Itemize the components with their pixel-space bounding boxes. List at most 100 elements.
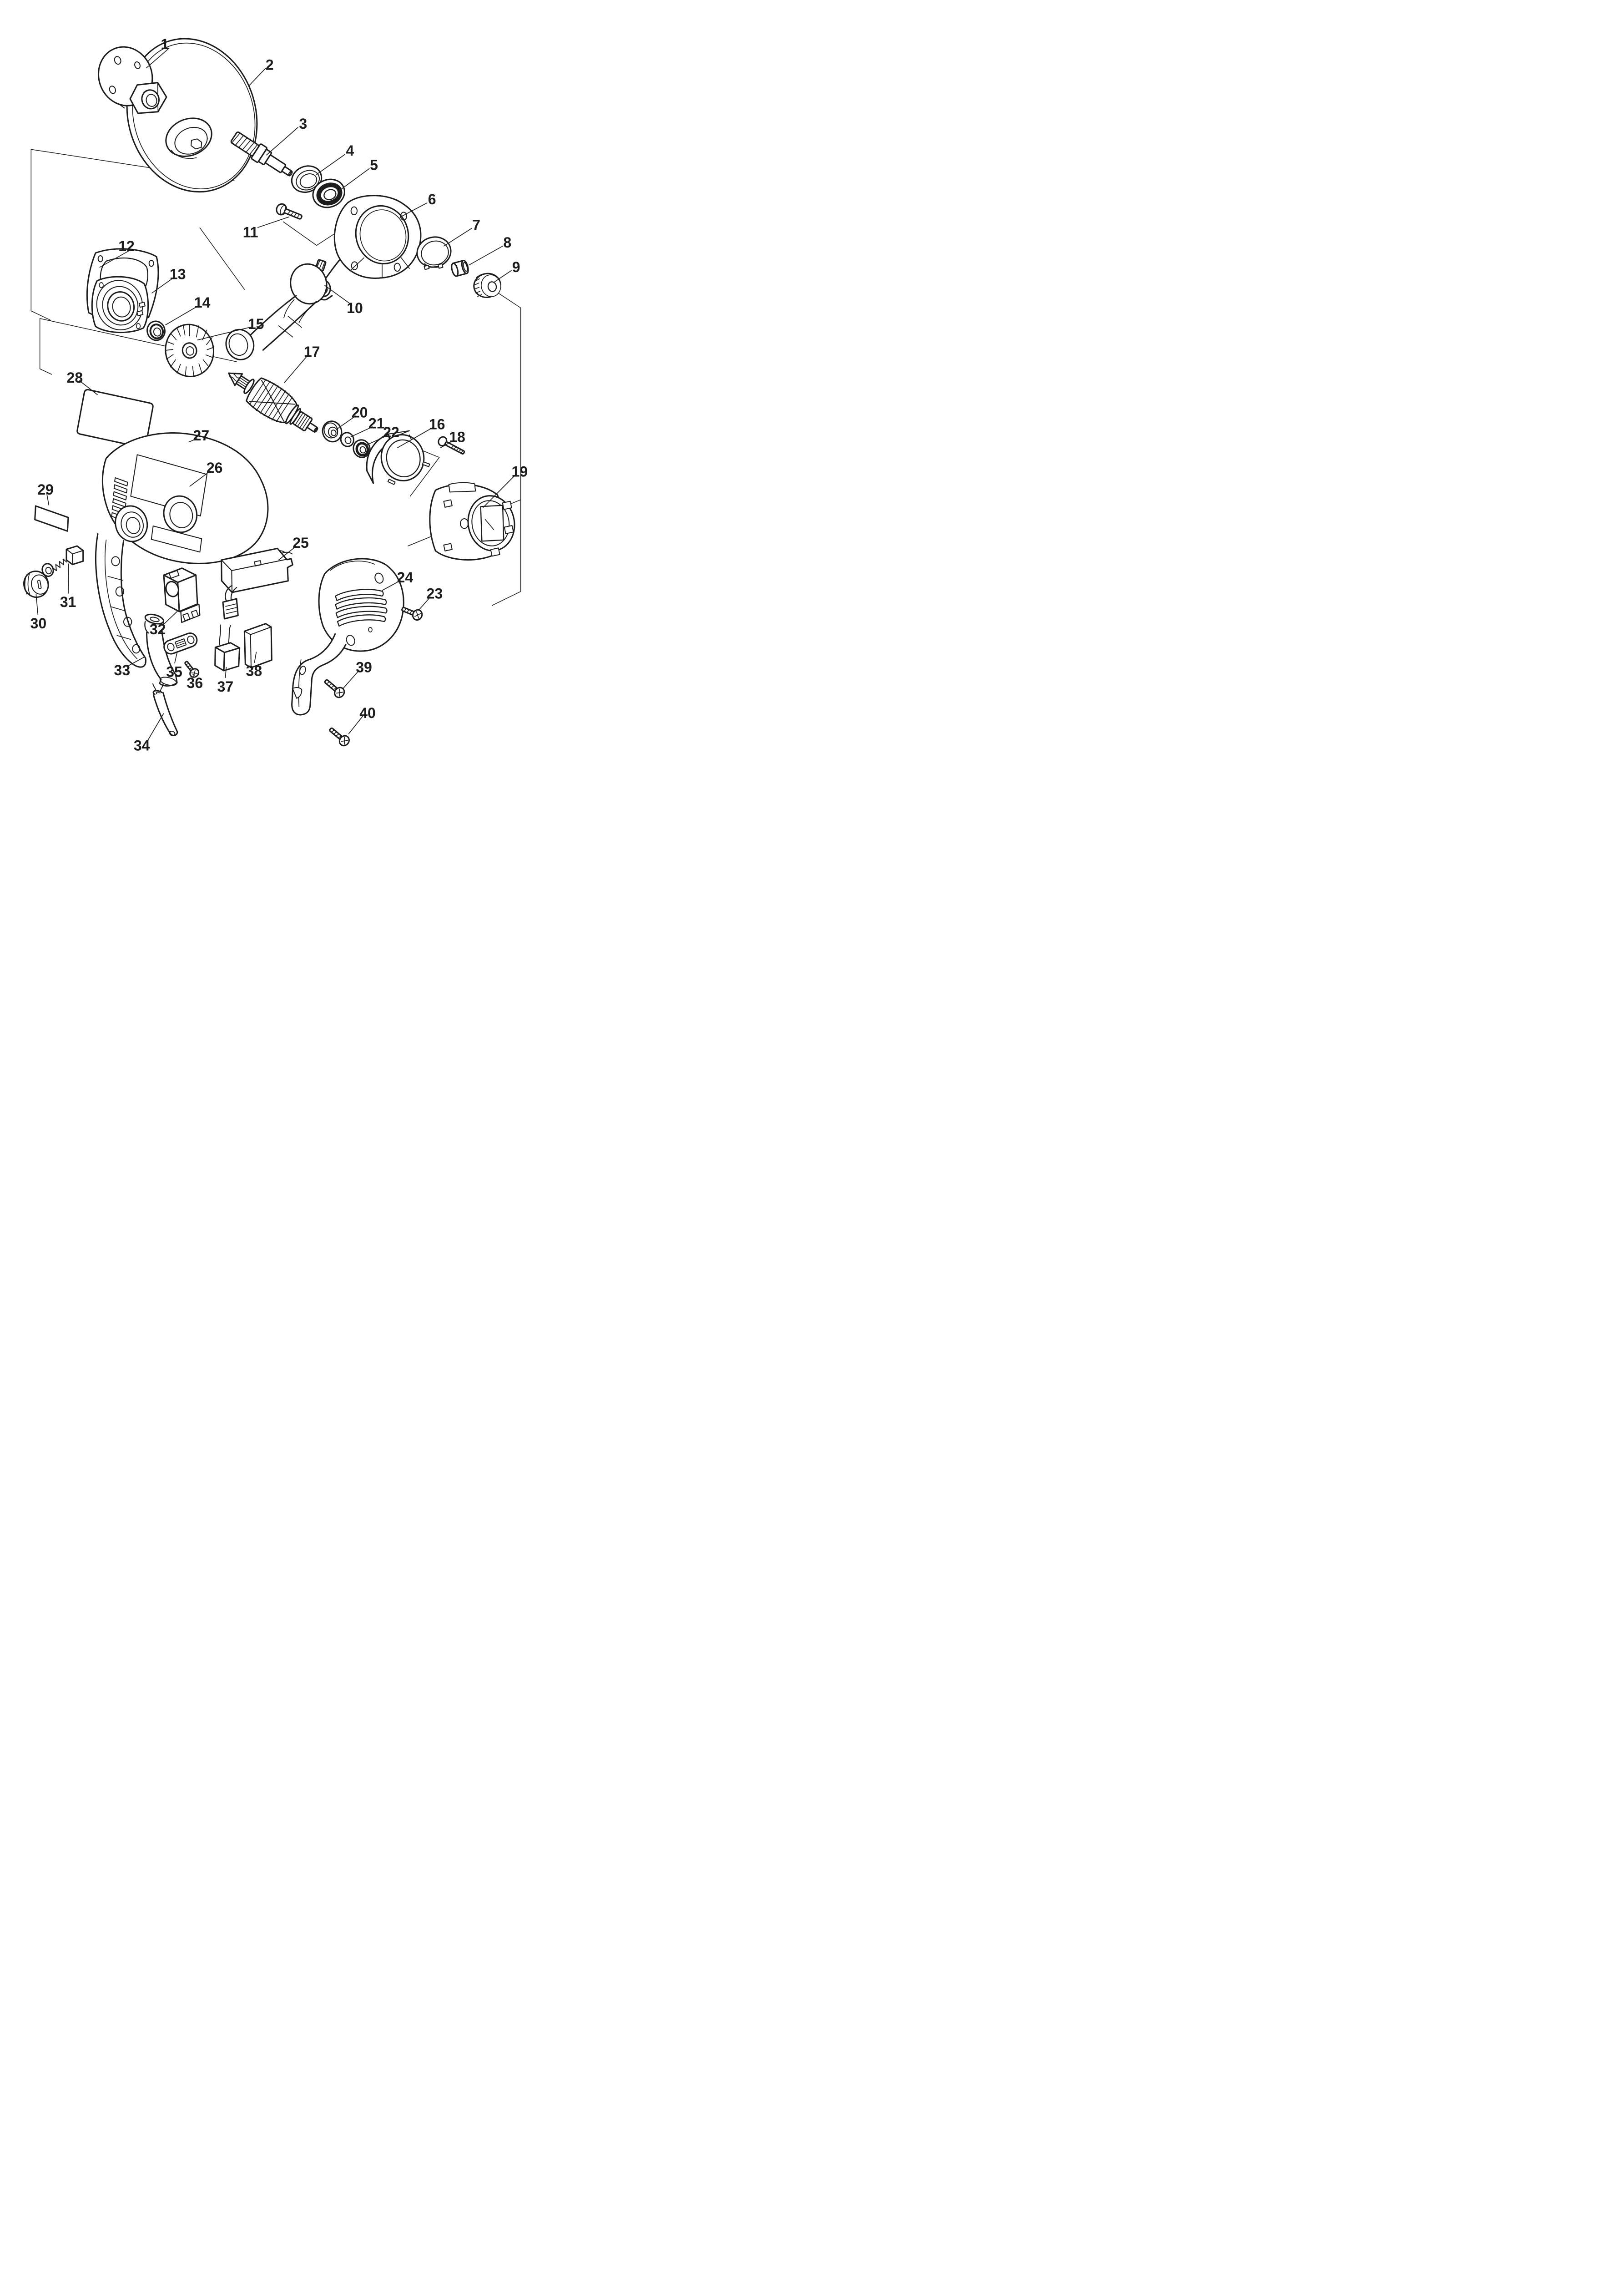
leader-lines [35,48,516,742]
part-side-handle-drawing [225,259,328,360]
leader-line-labyrinth-ring [337,415,356,429]
part-label-40-tapping-screw-lower: 40 [359,705,376,721]
leader-line-ball-bearing-rear [367,435,388,445]
part-label-5-ball-bearing-front: 5 [370,157,378,173]
assembly-frame-line [491,288,521,606]
part-label-1-lock-nut-flange: 1 [161,36,169,52]
part-label-23-tapping-screw-cover: 23 [427,586,443,602]
leader-line-spindle [266,127,298,156]
leader-line-insulation-plate [254,652,257,663]
part-label-20-labyrinth-ring: 20 [352,404,368,421]
leader-line-lock-nut-flange [146,48,170,69]
part-label-9-helical-gear: 9 [512,259,520,275]
part-long-screw-drawing [438,436,465,455]
part-ball-bearing-front-drawing [312,178,345,208]
part-bearing-box-cover-drawing [91,276,149,334]
part-label-27-caution-label: 27 [193,427,210,444]
part-flat-washer-drawing [291,165,323,193]
part-motor-housing-drawing [95,432,269,668]
leader-line-gear-housing [399,202,428,218]
part-label-4-flat-washer: 4 [346,142,354,159]
leader-line-armature [284,354,308,383]
leader-line-bearing-box-cover [151,277,174,293]
leader-line-cooling-fan [197,326,252,341]
leader-line-rubber-pad [248,68,266,86]
part-pan-head-screw-drawing [276,203,303,220]
part-label-38-insulation-plate: 38 [246,663,262,679]
part-lock-nut-flange-drawing [97,46,167,114]
part-label-11-pan-head-screw: 11 [243,224,258,241]
leader-line-helical-gear [494,270,512,283]
part-insulation-plate-drawing [243,623,272,668]
leader-line-label-strip [46,493,50,506]
leader-line-pan-head-screw [257,216,290,228]
leader-line-name-plate [79,380,98,395]
leader-line-brush-holder-cap [35,594,39,615]
part-cord-guard-drawing [144,613,178,687]
leader-line-tapping-screw-cover [418,597,431,611]
part-label-12-gasket-plate: 12 [118,238,135,254]
part-label-34-power-cord: 34 [134,738,150,754]
leader-line-cord-guard [127,657,145,667]
leader-line-gasket-plate [99,249,132,268]
part-label-39-tapping-screw-upper: 39 [356,659,372,676]
part-baffle-plate-drawing [366,430,430,485]
leader-line-flat-washer-rear [350,426,373,437]
leader-line-flat-washer [316,154,346,175]
part-capacitor-drawing [214,624,241,672]
leader-line-switch [163,611,178,625]
part-labyrinth-ring-drawing [322,420,343,443]
part-label-32-switch: 32 [150,621,166,637]
leader-line-tapping-screw-lower [348,716,363,734]
leader-line-motor-housing [189,470,211,487]
part-tapping-screw-upper-drawing [324,679,345,698]
diagram-canvas: 1234567891011121314151617181920212223242… [23,36,528,754]
part-switch-drawing [163,567,201,623]
leader-line-retainer-ring [444,228,472,247]
part-cooling-fan-drawing [165,324,215,377]
part-ball-bearing-rear-drawing [353,439,371,458]
leader-line-carbon-brush [68,563,69,594]
part-label-26-motor-housing: 26 [207,460,223,476]
part-label-21-flat-washer-rear: 21 [368,415,385,432]
part-controller-drawing [221,547,293,620]
leader-line-spacer-sleeve [468,245,504,266]
part-label-7-retainer-ring: 7 [472,217,480,233]
part-ball-bearing-mid-drawing [146,320,166,341]
part-label-15-cooling-fan: 15 [248,316,264,332]
part-label-6-gear-housing: 6 [428,191,436,207]
part-spacer-sleeve-drawing [451,259,469,277]
part-label-8-spacer-sleeve: 8 [503,234,511,251]
part-label-18-long-screw: 18 [449,429,465,445]
leader-line-baffle-plate [397,427,433,448]
part-label-37-capacitor: 37 [217,678,234,695]
part-rear-cover-drawing [291,558,404,716]
assembly-frame-line [30,149,51,321]
leader-line-caution-label [188,438,197,443]
part-retainer-ring-drawing [416,236,452,270]
leader-line-side-handle [324,285,351,304]
part-rubber-pad-drawing [126,38,258,193]
leader-line-ball-bearing-mid [165,305,199,325]
part-spindle-drawing [230,131,293,177]
part-label-36-clamp-screw: 36 [187,675,203,691]
leader-line-long-screw [440,440,454,448]
leader-line-power-cord [147,713,164,742]
leader-line-field-stator [483,475,516,508]
leader-line-tapping-screw-upper [343,670,360,689]
assembly-frame-line [39,318,52,375]
leader-line-cord-clamp [174,652,178,664]
assembly-frame-line [199,227,245,290]
leader-line-ball-bearing-front [341,168,370,190]
part-label-16-baffle-plate: 16 [429,416,445,433]
part-label-35-cord-clamp: 35 [166,664,182,680]
part-label-31-carbon-brush: 31 [60,594,76,610]
part-armature-drawing [228,372,318,433]
part-label-33-cord-guard: 33 [114,662,131,678]
part-label-30-brush-holder-cap: 30 [30,615,47,632]
part-power-cord-drawing [152,682,178,737]
part-helical-gear-drawing [473,273,501,298]
part-label-17-armature: 17 [304,344,320,360]
part-carbon-brush-drawing [41,545,84,577]
